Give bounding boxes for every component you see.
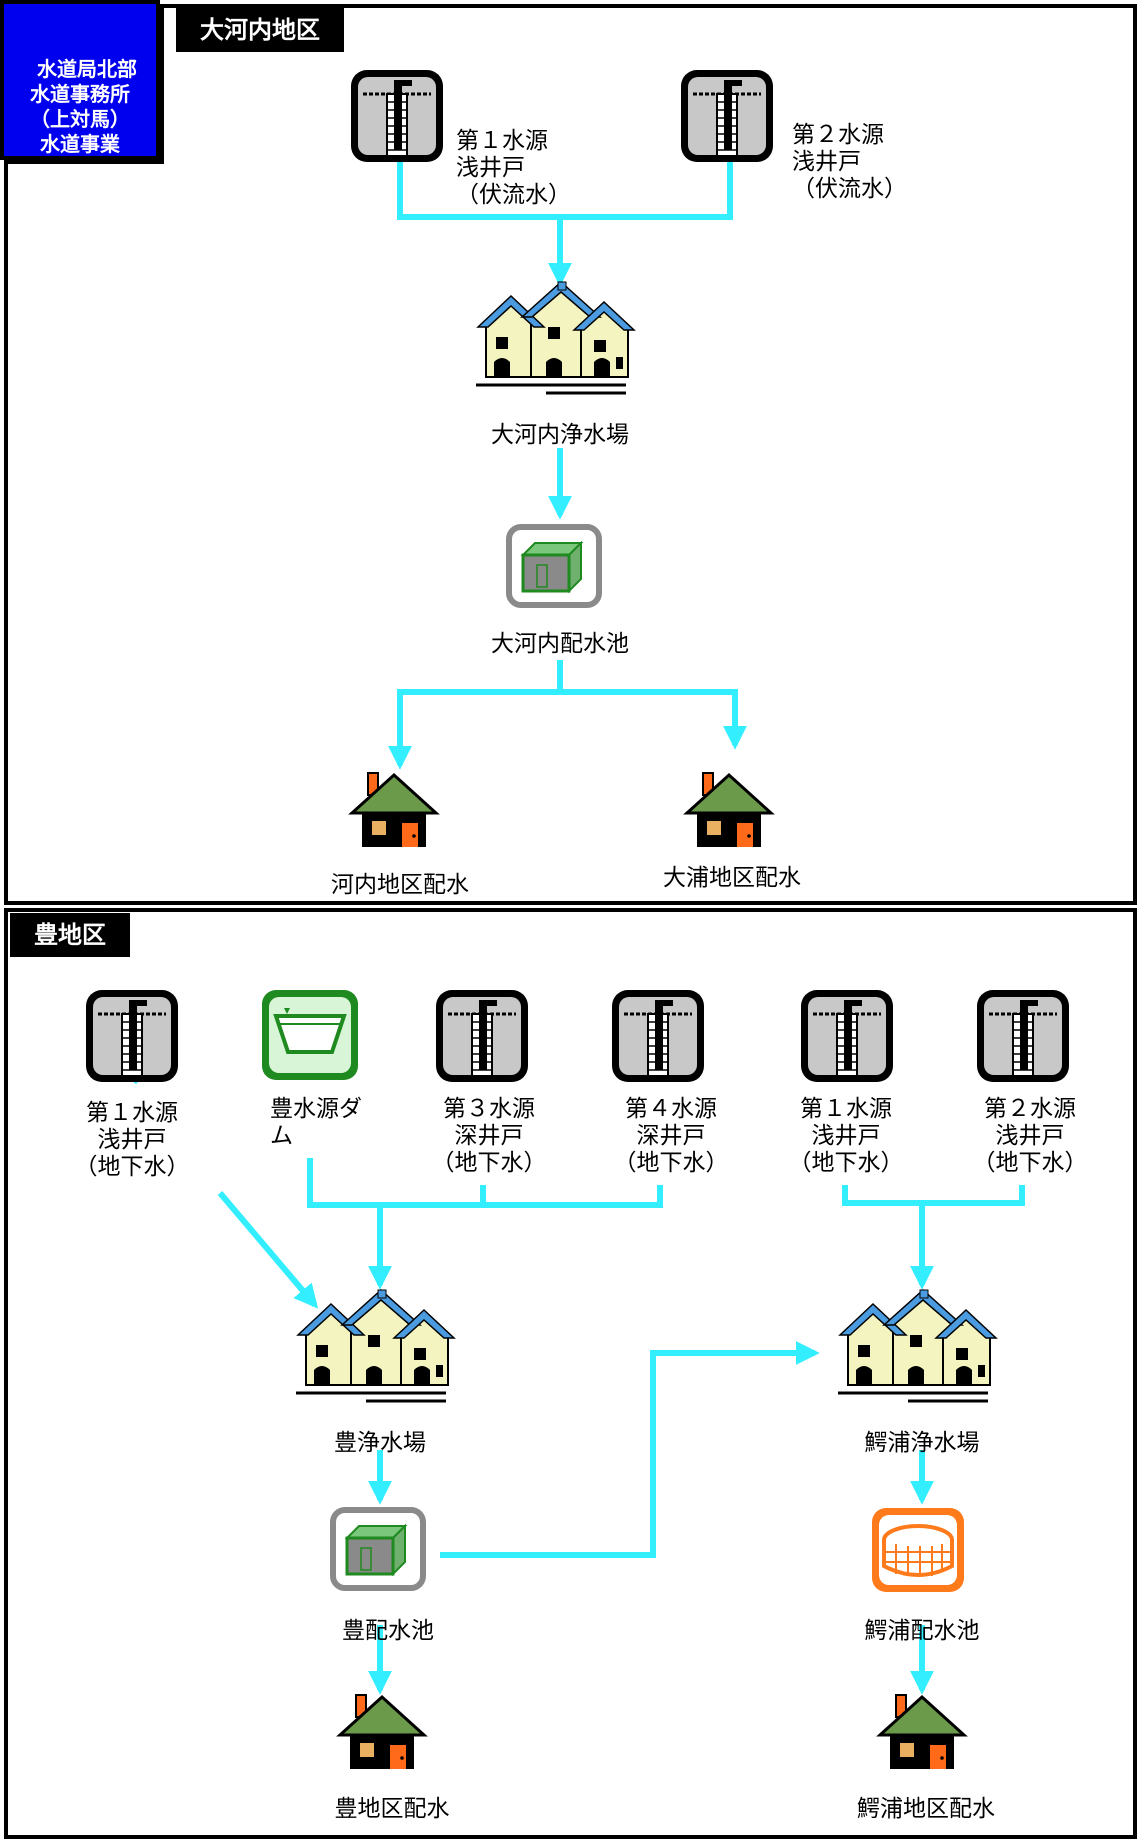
wani-plant-label: 鰐浦浄水場 <box>864 1430 980 1456</box>
wani-dist-label: 鰐浦地区配水 <box>857 1796 995 1822</box>
house-icon <box>685 771 773 849</box>
dam-icon <box>262 990 358 1080</box>
treatment-plant-icon <box>836 1288 998 1403</box>
well-icon <box>349 68 445 164</box>
org-title-box: 水道局北部 水道事務所 （上対馬） 水道事業 <box>0 0 160 160</box>
okochi-flow-lines <box>388 162 747 770</box>
org-title: 水道局北部 水道事務所 （上対馬） 水道事業 <box>30 57 137 156</box>
well-icon <box>975 988 1071 1084</box>
tab-toyo: 豊地区 <box>10 913 130 957</box>
toyo-dam-label: 豊水源ダ ム <box>270 1096 362 1149</box>
wani-reservoir-label: 鰐浦配水池 <box>864 1618 980 1644</box>
okochi-dist2-label: 大浦地区配水 <box>663 865 801 891</box>
toyo-plant-label: 豊浄水場 <box>334 1430 426 1456</box>
toyo-reservoir-label: 豊配水池 <box>342 1618 434 1644</box>
treatment-plant-icon <box>294 1288 456 1403</box>
okochi-source2-label: 第２水源 浅井戸 （伏流水） <box>792 122 907 202</box>
house-icon <box>350 771 438 849</box>
circular-reservoir-icon <box>872 1508 964 1592</box>
well-icon <box>610 988 706 1084</box>
toyo-region-border <box>4 908 1137 1839</box>
okochi-plant-label: 大河内浄水場 <box>491 422 629 448</box>
well-icon <box>434 988 530 1084</box>
reservoir-tank-icon <box>333 1510 423 1588</box>
well-icon <box>799 988 895 1084</box>
toyo-source3-label: 第３水源 深井戸 （地下水） <box>431 1096 547 1176</box>
okochi-dist1-label: 河内地区配水 <box>331 872 469 898</box>
toyo-source1-label: 第１水源 浅井戸 （地下水） <box>74 1100 190 1180</box>
wani-source1-label: 第１水源 浅井戸 （地下水） <box>788 1096 904 1176</box>
okochi-reservoir-label: 大河内配水池 <box>491 631 629 657</box>
okochi-source1-label: 第１水源 浅井戸 （伏流水） <box>456 128 571 208</box>
toyo-source4-label: 第４水源 深井戸 （地下水） <box>613 1096 729 1176</box>
okochi-region-border <box>4 4 1137 905</box>
well-icon <box>84 988 180 1084</box>
house-icon <box>878 1693 966 1771</box>
tab-okochi: 大河内地区 <box>176 8 344 52</box>
wani-source2-label: 第２水源 浅井戸 （地下水） <box>972 1096 1088 1176</box>
treatment-plant-icon <box>474 280 636 395</box>
reservoir-tank-icon <box>509 527 599 605</box>
well-icon <box>679 68 775 164</box>
house-icon <box>338 1693 426 1771</box>
toyo-dist-label: 豊地区配水 <box>334 1796 450 1822</box>
